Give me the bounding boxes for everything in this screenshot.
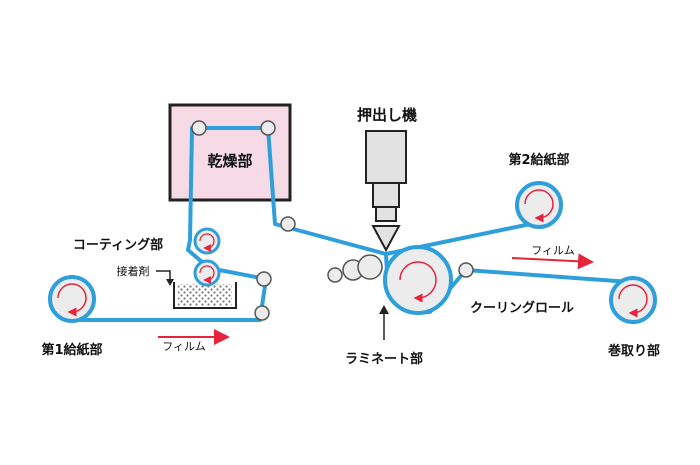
dryer-label: 乾燥部 <box>207 152 252 170</box>
feed1-label: 第1給紙部 <box>41 342 102 358</box>
film-direction-right: フィルム <box>511 244 594 270</box>
adhesive-tray <box>173 282 237 309</box>
film-path-coating-dryer <box>70 126 388 322</box>
extruder-base <box>375 206 397 222</box>
cooling-roll-label: クーリングロール <box>470 300 574 316</box>
film-direction-left: フィルム <box>158 329 230 353</box>
roll-feed2 <box>515 181 563 229</box>
adhesive-bath <box>178 284 232 306</box>
extruder-neck <box>372 182 400 208</box>
extruder-body <box>365 130 407 184</box>
extruder-label: 押出し機 <box>357 106 417 124</box>
guide-rolls <box>191 120 474 321</box>
cooling-roll <box>383 245 453 315</box>
roll-winder <box>609 276 657 324</box>
extruder-die <box>371 225 401 253</box>
coating-rolls <box>193 227 221 287</box>
film-label-left: フィルム <box>162 340 206 353</box>
roll-feed1 <box>48 275 96 323</box>
adhesive-label: 接着剤 <box>117 264 150 278</box>
film-label-right: フィルム <box>531 244 575 257</box>
adhesive-pointer <box>156 270 171 281</box>
laminate-label: ラミネート部 <box>345 351 423 367</box>
extruder: 押出し機 <box>357 106 417 253</box>
coating-label: コーティング部 <box>73 237 163 253</box>
winder-label: 巻取り部 <box>607 343 660 359</box>
feed2-label: 第2給紙部 <box>508 152 569 168</box>
adhesive-tray-outline <box>173 282 237 309</box>
